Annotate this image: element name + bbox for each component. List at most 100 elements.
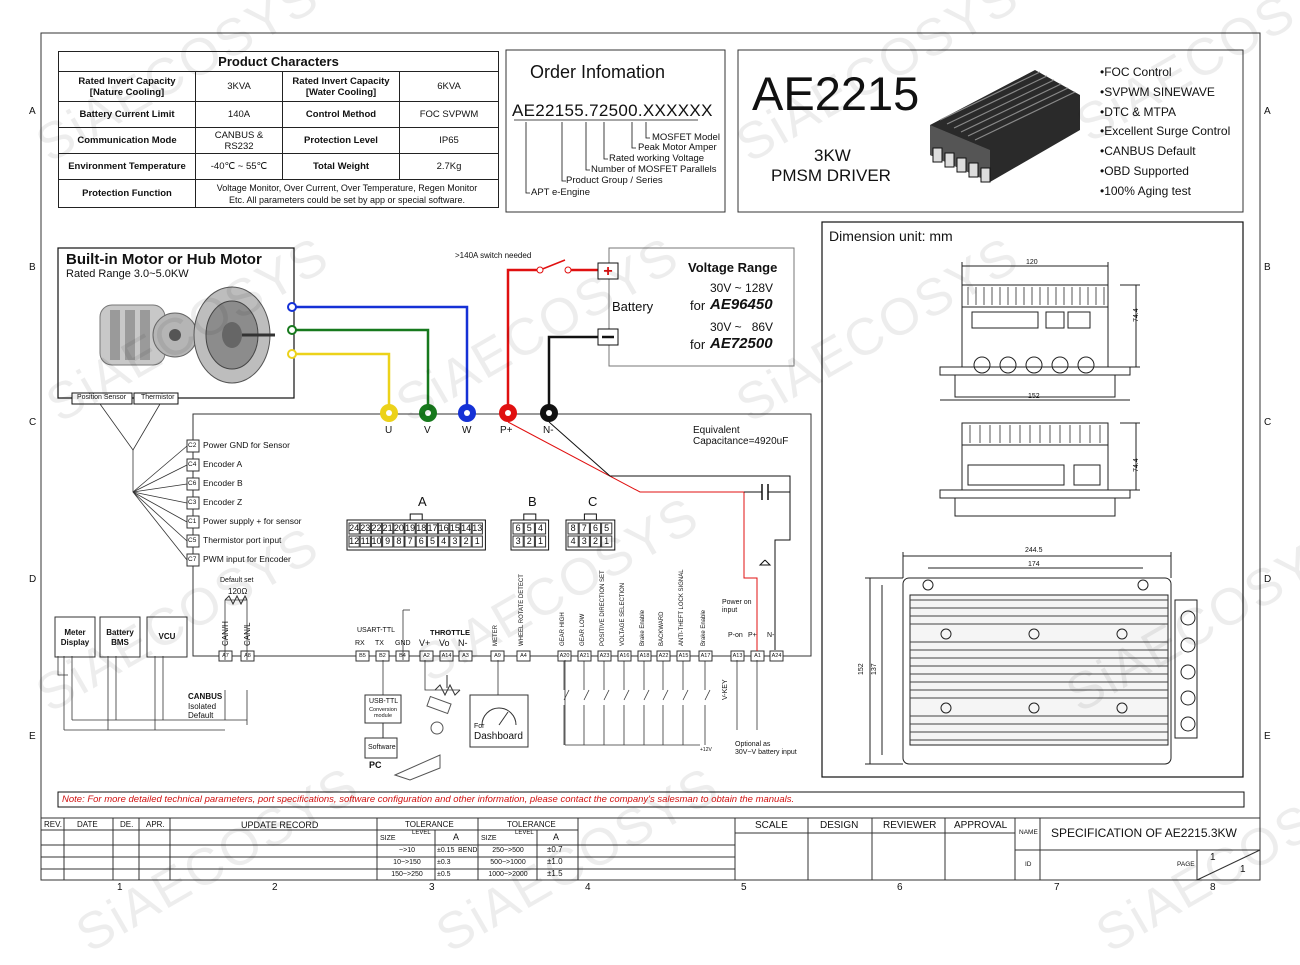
bottom-pin-box bbox=[516, 650, 531, 662]
bottom-pin-box bbox=[375, 650, 390, 662]
motor-title: Built-in Motor or Hub Motor bbox=[66, 251, 262, 268]
tb-size: SIZE bbox=[481, 835, 497, 842]
product-characters-title: Product Characters bbox=[58, 51, 499, 72]
battery-bms-label: Battery BMS bbox=[106, 628, 134, 647]
position-sensor-tag bbox=[71, 392, 133, 405]
terminal-w bbox=[458, 404, 476, 422]
bottom-pin-label: VOLTAGE SELECTION bbox=[620, 582, 626, 646]
connector-cell bbox=[348, 522, 360, 535]
bottom-pin-label: N- bbox=[458, 638, 468, 648]
connector-pin-number: 1 bbox=[604, 536, 610, 546]
pc-value: -40℃ ~ 55℃ bbox=[195, 153, 283, 180]
bottom-pin-id: A7 bbox=[222, 653, 229, 659]
connector-pin-number: 2 bbox=[526, 536, 532, 546]
bottom-pin-box bbox=[676, 650, 691, 662]
connector-cell bbox=[393, 522, 405, 535]
title-block-grid bbox=[40, 817, 1261, 881]
wire-p bbox=[506, 268, 540, 408]
border-row-label: C bbox=[29, 417, 37, 428]
terminal-label: W bbox=[462, 425, 472, 436]
connector-pin-number: 17 bbox=[427, 523, 438, 533]
bottom-pin-id: A14 bbox=[441, 653, 452, 659]
note-strip bbox=[57, 791, 1245, 808]
connector-pin-number: 23 bbox=[360, 523, 371, 533]
optional-label-1: Optional as bbox=[735, 741, 771, 748]
tb-apr: APR. bbox=[146, 820, 165, 829]
tolerance-value: ±1.0 bbox=[547, 857, 563, 866]
connector-pin-number: 15 bbox=[449, 523, 460, 533]
connector-cell bbox=[567, 522, 579, 535]
bottom-pin-id: B5 bbox=[359, 653, 366, 659]
connector-cell bbox=[393, 535, 405, 548]
connector-cell bbox=[348, 535, 360, 548]
bottom-pin-label: WHEEL ROTATE DETECT bbox=[519, 574, 525, 646]
dim-label: 120 bbox=[1026, 259, 1038, 266]
voltage-for-2: for bbox=[690, 337, 706, 352]
connector-pin-number: 2 bbox=[592, 536, 598, 546]
bottom-pin-box bbox=[395, 650, 410, 662]
border-col-label: 7 bbox=[1054, 882, 1060, 893]
bottom-pin-label: GEAR LOW bbox=[580, 613, 586, 646]
order-label: Product Group / Series bbox=[566, 175, 663, 186]
sensor-pin-box bbox=[186, 496, 200, 510]
battery-label: Battery bbox=[612, 299, 654, 314]
feature-item: •DTC & MTPA bbox=[1100, 104, 1176, 119]
bottom-pin-id: A20 bbox=[559, 653, 570, 659]
tb-page-number: 1 bbox=[1210, 852, 1216, 863]
software-box bbox=[364, 737, 398, 759]
bottom-pin-id: A1 bbox=[754, 653, 761, 659]
bottom-pin-box bbox=[490, 650, 505, 662]
dim-top-view bbox=[939, 262, 1140, 401]
order-leader-lines bbox=[514, 119, 698, 194]
bottom-pin-id: A2 bbox=[423, 653, 430, 659]
feature-item: •SVPWM SINEWAVE bbox=[1100, 84, 1215, 99]
bottom-pin-box bbox=[656, 650, 671, 662]
pc-key: Rated Invert Capacity [Nature Cooling] bbox=[58, 71, 196, 102]
tb-approval: APPROVAL bbox=[954, 820, 1008, 831]
tb-id-label: ID bbox=[1025, 861, 1032, 868]
connector-b-name: B bbox=[528, 494, 537, 509]
dashboard-for-label: For bbox=[474, 723, 485, 730]
controller-image bbox=[930, 70, 1080, 183]
sensor-pin-label: Power GND for Sensor bbox=[203, 440, 290, 450]
bottom-pin-box bbox=[240, 650, 255, 662]
battery-bms-box bbox=[99, 616, 141, 658]
sensor-pin-box bbox=[186, 515, 200, 529]
connector-pin-number: 24 bbox=[349, 523, 360, 533]
tb-a: A bbox=[553, 832, 560, 842]
order-code: AE22155.72500.XXXXXX bbox=[512, 101, 713, 120]
bottom-pin-label: P-on bbox=[728, 632, 743, 639]
sensor-pin-label: Encoder B bbox=[203, 478, 243, 488]
usart-label: USART-TTL bbox=[357, 627, 395, 634]
software-label: Software bbox=[368, 744, 396, 751]
border-col-label: 6 bbox=[897, 882, 903, 893]
connector-cell bbox=[601, 522, 613, 535]
connector-cell bbox=[415, 522, 427, 535]
switches bbox=[563, 661, 711, 745]
tb-reviewer: REVIEWER bbox=[883, 820, 937, 831]
voltage-model-1: AE96450 bbox=[710, 296, 773, 313]
sensor-pin-label: Encoder Z bbox=[203, 497, 243, 507]
dim-label: 74.4 bbox=[1133, 458, 1140, 472]
tb-design: DESIGN bbox=[820, 820, 859, 831]
bottom-pin-box bbox=[730, 650, 745, 662]
tb-update: UPDATE RECORD bbox=[241, 820, 319, 830]
default-label: Default bbox=[188, 711, 214, 720]
border-row-label: A bbox=[29, 106, 36, 117]
connector-pin-number: 6 bbox=[592, 523, 598, 533]
capacitance-line1: Equivalent bbox=[693, 425, 740, 436]
motor-illustration bbox=[99, 286, 275, 384]
feature-item: •Excellent Surge Control bbox=[1100, 124, 1231, 139]
bottom-pin-box bbox=[577, 650, 592, 662]
vcu-box bbox=[146, 616, 188, 658]
wire-w bbox=[290, 305, 469, 408]
order-label: Rated working Voltage bbox=[609, 153, 705, 164]
bottom-pin-label: P+ bbox=[748, 632, 757, 639]
connector-pin-number: 8 bbox=[396, 536, 402, 546]
connector-cell bbox=[415, 535, 427, 548]
tb-size: SIZE bbox=[380, 835, 396, 842]
order-label: APT e-Engine bbox=[531, 187, 590, 198]
connector-cell bbox=[567, 535, 579, 548]
sensor-pin-id: C6 bbox=[188, 480, 197, 487]
bottom-pin-id: A21 bbox=[579, 653, 590, 659]
